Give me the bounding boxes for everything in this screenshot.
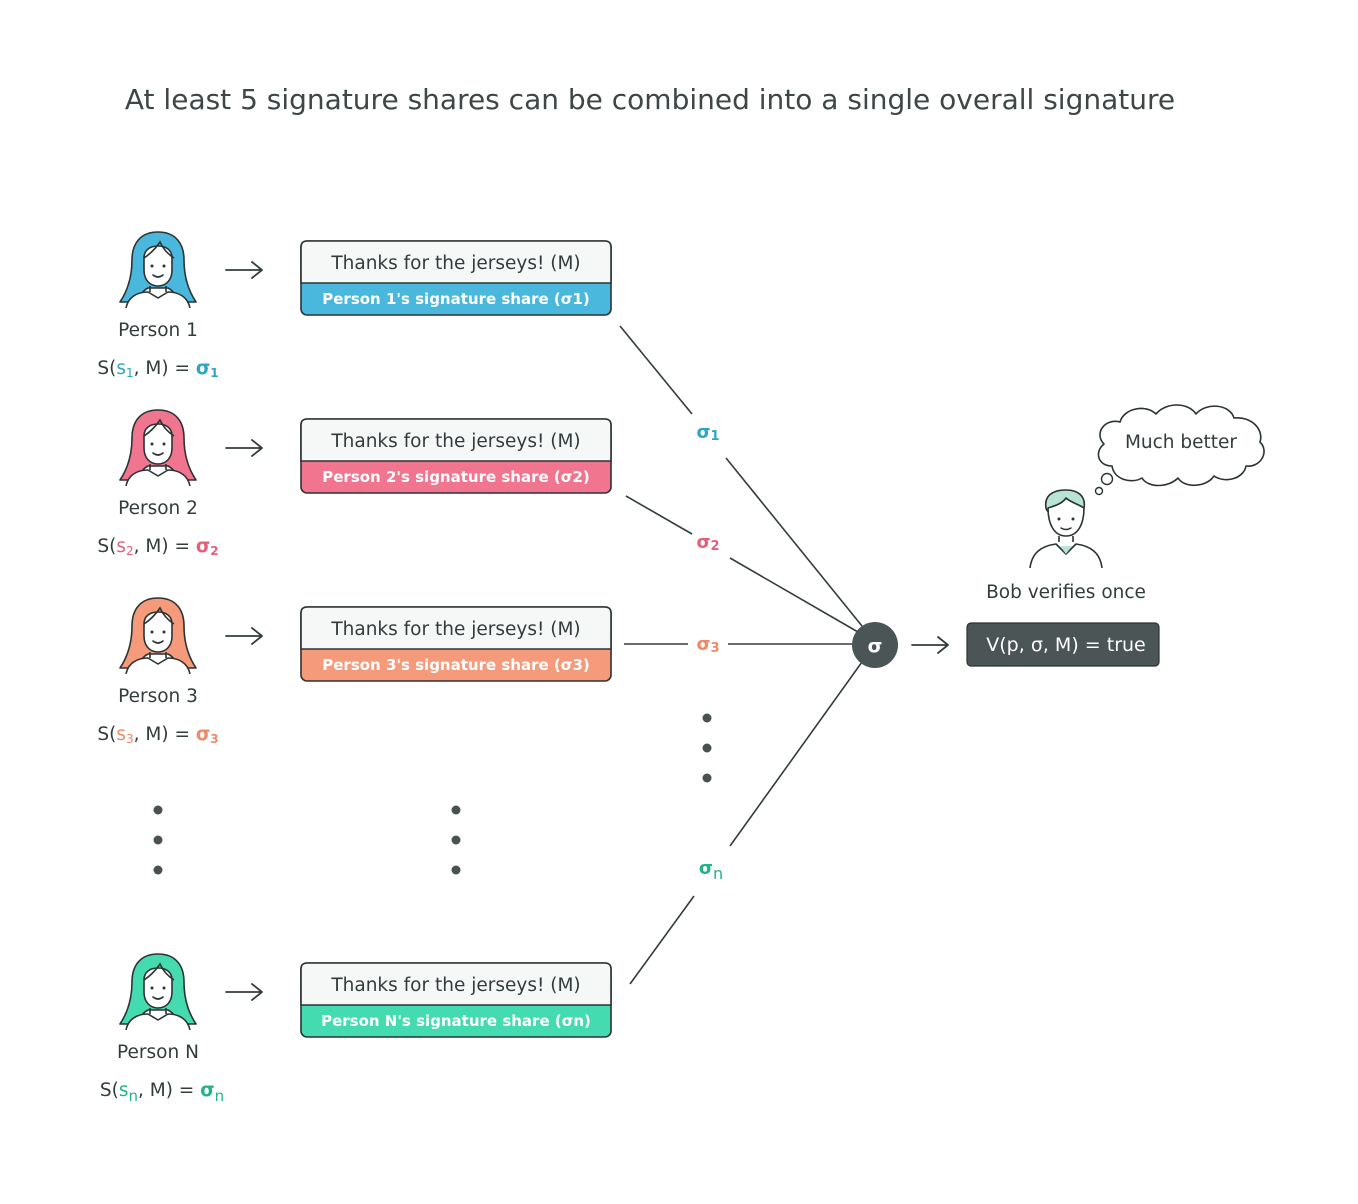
signing-formula: S(sn, M) = σn — [100, 1080, 224, 1105]
arrow-right-icon — [225, 439, 263, 457]
message-text: Thanks for the jerseys! (M) — [330, 431, 580, 452]
connector-line — [625, 495, 693, 535]
signature-share-label: Person N's signature share (σn) — [321, 1012, 591, 1030]
person-n: Person N S(sn, M) = σn Thanks for the je… — [100, 953, 612, 1105]
connector-line — [729, 557, 859, 633]
message-card: Thanks for the jerseys! (M) Person 2's s… — [300, 418, 612, 494]
message-text: Thanks for the jerseys! (M) — [330, 253, 580, 274]
person-name: Person 3 — [118, 686, 198, 707]
sigma-n-label: σn — [699, 858, 723, 883]
arrow-right-icon — [225, 627, 263, 645]
thought-text: Much better — [1125, 432, 1237, 453]
man-avatar-icon — [1029, 489, 1103, 569]
combined-signature-symbol: σ — [868, 635, 883, 657]
diagram-title: At least 5 signature shares can be combi… — [125, 83, 1175, 116]
arrow-right-icon — [225, 261, 263, 279]
person-1: Person 1 S(s1, M) = σ1 Thanks for the je… — [97, 231, 612, 380]
signature-share-label: Person 3's signature share (σ3) — [322, 656, 589, 674]
message-card: Thanks for the jerseys! (M) Person 1's s… — [300, 240, 612, 316]
verification-text: V(p, σ, M) = true — [986, 634, 1145, 656]
arrow-right-icon — [225, 983, 263, 1001]
woman-avatar-icon — [119, 231, 197, 308]
signing-formula: S(s3, M) = σ3 — [97, 724, 218, 746]
signing-formula: S(s2, M) = σ2 — [97, 536, 218, 558]
more-signatures-ellipsis — [702, 713, 712, 783]
message-text: Thanks for the jerseys! (M) — [330, 619, 580, 640]
person-name: Person N — [117, 1042, 199, 1063]
signing-formula: S(s1, M) = σ1 — [97, 358, 218, 380]
message-card: Thanks for the jerseys! (M) Person 3's s… — [300, 606, 612, 682]
thought-bubble: Much better — [1094, 404, 1265, 496]
connector-line — [729, 661, 863, 847]
connector-line — [725, 457, 863, 627]
person-3: Person 3 S(s3, M) = σ3 Thanks for the je… — [97, 597, 612, 746]
person-name: Person 2 — [118, 498, 198, 519]
person-name: Person 1 — [118, 320, 198, 341]
more-messages-ellipsis — [451, 805, 461, 875]
combined-signature-node: σ — [852, 622, 898, 668]
sigma-2-label: σ2 — [696, 532, 719, 554]
person-2: Person 2 S(s2, M) = σ2 Thanks for the je… — [97, 409, 612, 558]
message-text: Thanks for the jerseys! (M) — [330, 975, 580, 996]
woman-avatar-icon — [119, 409, 197, 486]
bob: Bob verifies once — [986, 489, 1146, 603]
connector-line — [629, 895, 695, 985]
signature-share-label: Person 1's signature share (σ1) — [322, 290, 589, 308]
share-connectors — [619, 325, 863, 985]
more-people-ellipsis — [153, 805, 163, 875]
sigma-3-label: σ3 — [696, 634, 719, 656]
woman-avatar-icon — [119, 953, 197, 1030]
signature-share-label: Person 2's signature share (σ2) — [322, 468, 589, 486]
message-card: Thanks for the jerseys! (M) Person N's s… — [300, 962, 612, 1038]
woman-avatar-icon — [119, 597, 197, 674]
connector-line — [619, 325, 693, 415]
verification-box: V(p, σ, M) = true — [966, 622, 1160, 667]
bob-label: Bob verifies once — [986, 582, 1146, 603]
sigma-1-label: σ1 — [696, 422, 719, 444]
arrow-right-icon — [911, 636, 949, 654]
